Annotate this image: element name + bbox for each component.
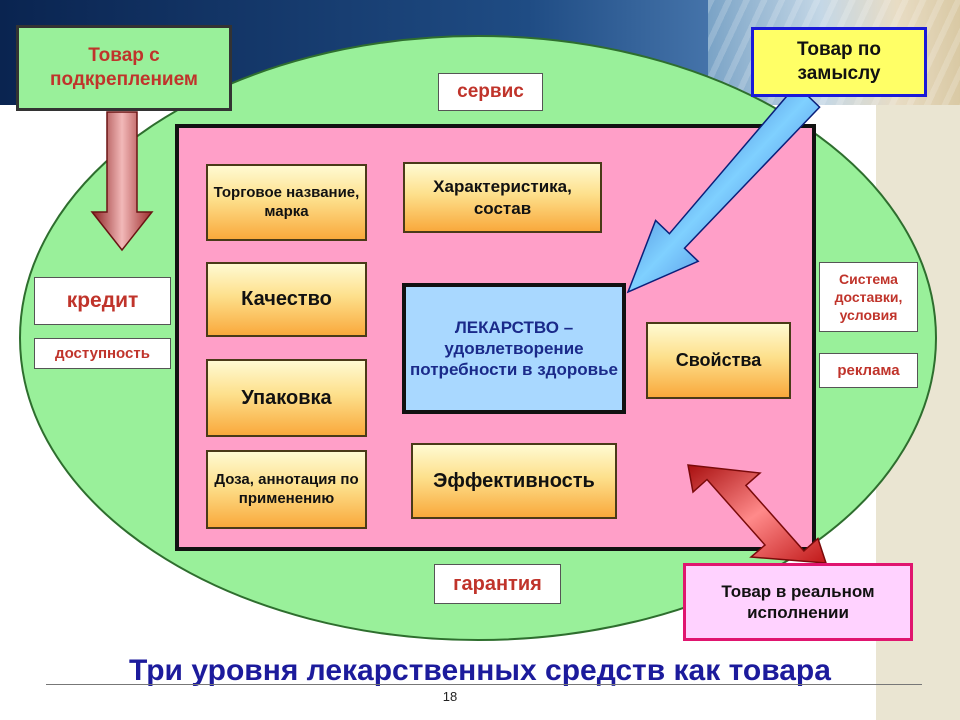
dose-text: Доза, аннотация по применению [214, 470, 359, 507]
advertising-text: реклама [837, 362, 900, 379]
service-text: сервис [457, 81, 524, 102]
credit-text: кредит [66, 289, 139, 312]
packaging-text: Упаковка [241, 386, 332, 409]
guarantee-text: гарантия [453, 572, 542, 595]
center-medicine-text: ЛЕКАРСТВО – удовлетворение потребности в… [410, 317, 618, 380]
delivery-text: Система доставки, условия [834, 270, 903, 324]
efficiency-text: Эффективность [433, 469, 595, 492]
level-real-text: Товар в реальном исполнении [721, 581, 875, 622]
guarantee-label: гарантия [434, 564, 561, 604]
center-medicine-box: ЛЕКАРСТВО – удовлетворение потребности в… [402, 283, 626, 414]
credit-label: кредит [34, 277, 171, 325]
trade-name-text: Торговое название, марка [213, 183, 360, 220]
dose-box: Доза, аннотация по применению [206, 450, 367, 529]
characteristics-box: Характеристика, состав [403, 162, 602, 233]
accessibility-text: доступность [55, 345, 150, 362]
page-number: 18 [442, 689, 458, 704]
properties-box: Свойства [646, 322, 791, 399]
efficiency-box: Эффективность [411, 443, 617, 519]
quality-text: Качество [241, 288, 332, 310]
delivery-label: Система доставки, условия [819, 262, 918, 332]
slide-title: Три уровня лекарственных средств как тов… [129, 654, 831, 687]
accessibility-label: доступность [34, 338, 171, 369]
level-support-label: Товар с подкреплением [16, 25, 232, 111]
arrow-concept [626, 83, 821, 294]
level-real-label: Товар в реальном исполнении [683, 563, 913, 641]
level-support-text: Товар с подкреплением [50, 45, 198, 90]
level-concept-label: Товар по замыслу [751, 27, 927, 97]
service-label: сервис [438, 73, 543, 111]
advertising-label: реклама [819, 353, 918, 388]
packaging-box: Упаковка [206, 359, 367, 437]
properties-text: Свойства [675, 350, 762, 371]
trade-name-box: Торговое название, марка [206, 164, 367, 241]
quality-box: Качество [206, 262, 367, 337]
title-divider [46, 684, 922, 685]
characteristics-text: Характеристика, состав [433, 177, 572, 218]
level-concept-text: Товар по замыслу [797, 39, 881, 84]
arrow-support-down [90, 111, 154, 252]
